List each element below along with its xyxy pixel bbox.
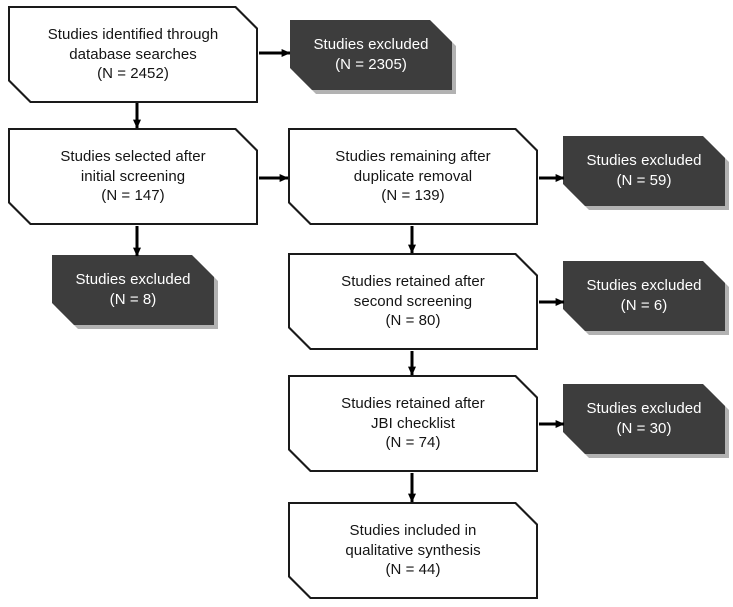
node-label-line: (N = 2305) <box>335 56 407 73</box>
node-label-line: Studies identified through <box>47 25 219 43</box>
node-studies-identified: Studies identified through database sear… <box>8 6 258 103</box>
node-label-line: (N = 6) <box>620 297 668 314</box>
node-label-line: Studies excluded <box>586 152 702 170</box>
node-studies-remaining-duplicate-removal: Studies remaining after duplicate remova… <box>288 128 538 225</box>
node-label: Studies excluded (N = 8) <box>75 270 190 310</box>
node-studies-retained-second-screening: Studies retained after second screening … <box>288 253 538 350</box>
node-label: Studies excluded (N = 6) <box>586 276 701 316</box>
node-studies-excluded-8: Studies excluded (N = 8) <box>52 255 214 325</box>
node-label-line: Studies retained after <box>341 394 485 412</box>
node-label-line: (N = 59) <box>616 172 672 189</box>
node-studies-excluded-2305: Studies excluded (N = 2305) <box>290 20 452 90</box>
node-label-line: (N = 80) <box>385 312 441 330</box>
node-label-line: Studies included in <box>349 521 477 539</box>
node-fill <box>10 8 256 101</box>
node-fill <box>52 255 214 325</box>
node-label-line: Studies retained after <box>341 272 485 290</box>
node-label-line: JBI checklist <box>370 414 455 432</box>
node-studies-excluded-6: Studies excluded (N = 6) <box>563 261 725 331</box>
node-label: Studies included in qualitative synthesi… <box>345 521 480 580</box>
node-label-line: initial screening <box>80 167 186 185</box>
node-studies-selected-initial-screening: Studies selected after initial screening… <box>8 128 258 225</box>
node-studies-excluded-30: Studies excluded (N = 30) <box>563 384 725 454</box>
node-studies-excluded-59: Studies excluded (N = 59) <box>563 136 725 206</box>
node-fill <box>563 261 725 331</box>
node-label: Studies remaining after duplicate remova… <box>335 147 490 206</box>
node-fill <box>290 20 452 90</box>
node-label-line: Studies selected after <box>60 147 206 165</box>
node-label: Studies excluded (N = 2305) <box>313 35 428 75</box>
node-fill <box>563 136 725 206</box>
node-fill <box>563 384 725 454</box>
node-label: Studies excluded (N = 30) <box>586 399 701 439</box>
node-label-line: Studies remaining after <box>335 147 491 165</box>
node-label-line: database searches <box>69 45 197 63</box>
node-label-line: (N = 30) <box>616 420 672 437</box>
node-label-line: Studies excluded <box>75 271 191 289</box>
node-label: Studies retained after JBI checklist (N … <box>341 394 485 453</box>
node-label-line: (N = 2452) <box>97 65 169 83</box>
node-label-line: duplicate removal <box>353 167 473 185</box>
node-studies-included-qualitative-synthesis: Studies included in qualitative synthesi… <box>288 502 538 599</box>
node-label: Studies excluded (N = 59) <box>586 151 701 191</box>
node-label-line: (N = 147) <box>101 187 165 205</box>
node-label-line: (N = 8) <box>109 291 157 308</box>
node-fill <box>290 377 536 470</box>
node-studies-retained-jbi-checklist: Studies retained after JBI checklist (N … <box>288 375 538 472</box>
node-label-line: (N = 44) <box>385 561 441 579</box>
node-label-line: second screening <box>353 292 473 310</box>
node-label-line: Studies excluded <box>586 277 702 295</box>
node-fill <box>290 130 536 223</box>
node-label: Studies identified through database sear… <box>48 25 219 84</box>
node-label-line: Studies excluded <box>313 36 429 54</box>
node-fill <box>290 504 536 597</box>
node-fill <box>10 130 256 223</box>
node-label-line: Studies excluded <box>586 400 702 418</box>
node-label: Studies retained after second screening … <box>341 272 485 331</box>
node-label-line: (N = 139) <box>381 187 445 205</box>
node-fill <box>290 255 536 348</box>
node-label: Studies selected after initial screening… <box>60 147 205 206</box>
node-label-line: (N = 74) <box>385 434 441 452</box>
node-label-line: qualitative synthesis <box>345 541 481 559</box>
